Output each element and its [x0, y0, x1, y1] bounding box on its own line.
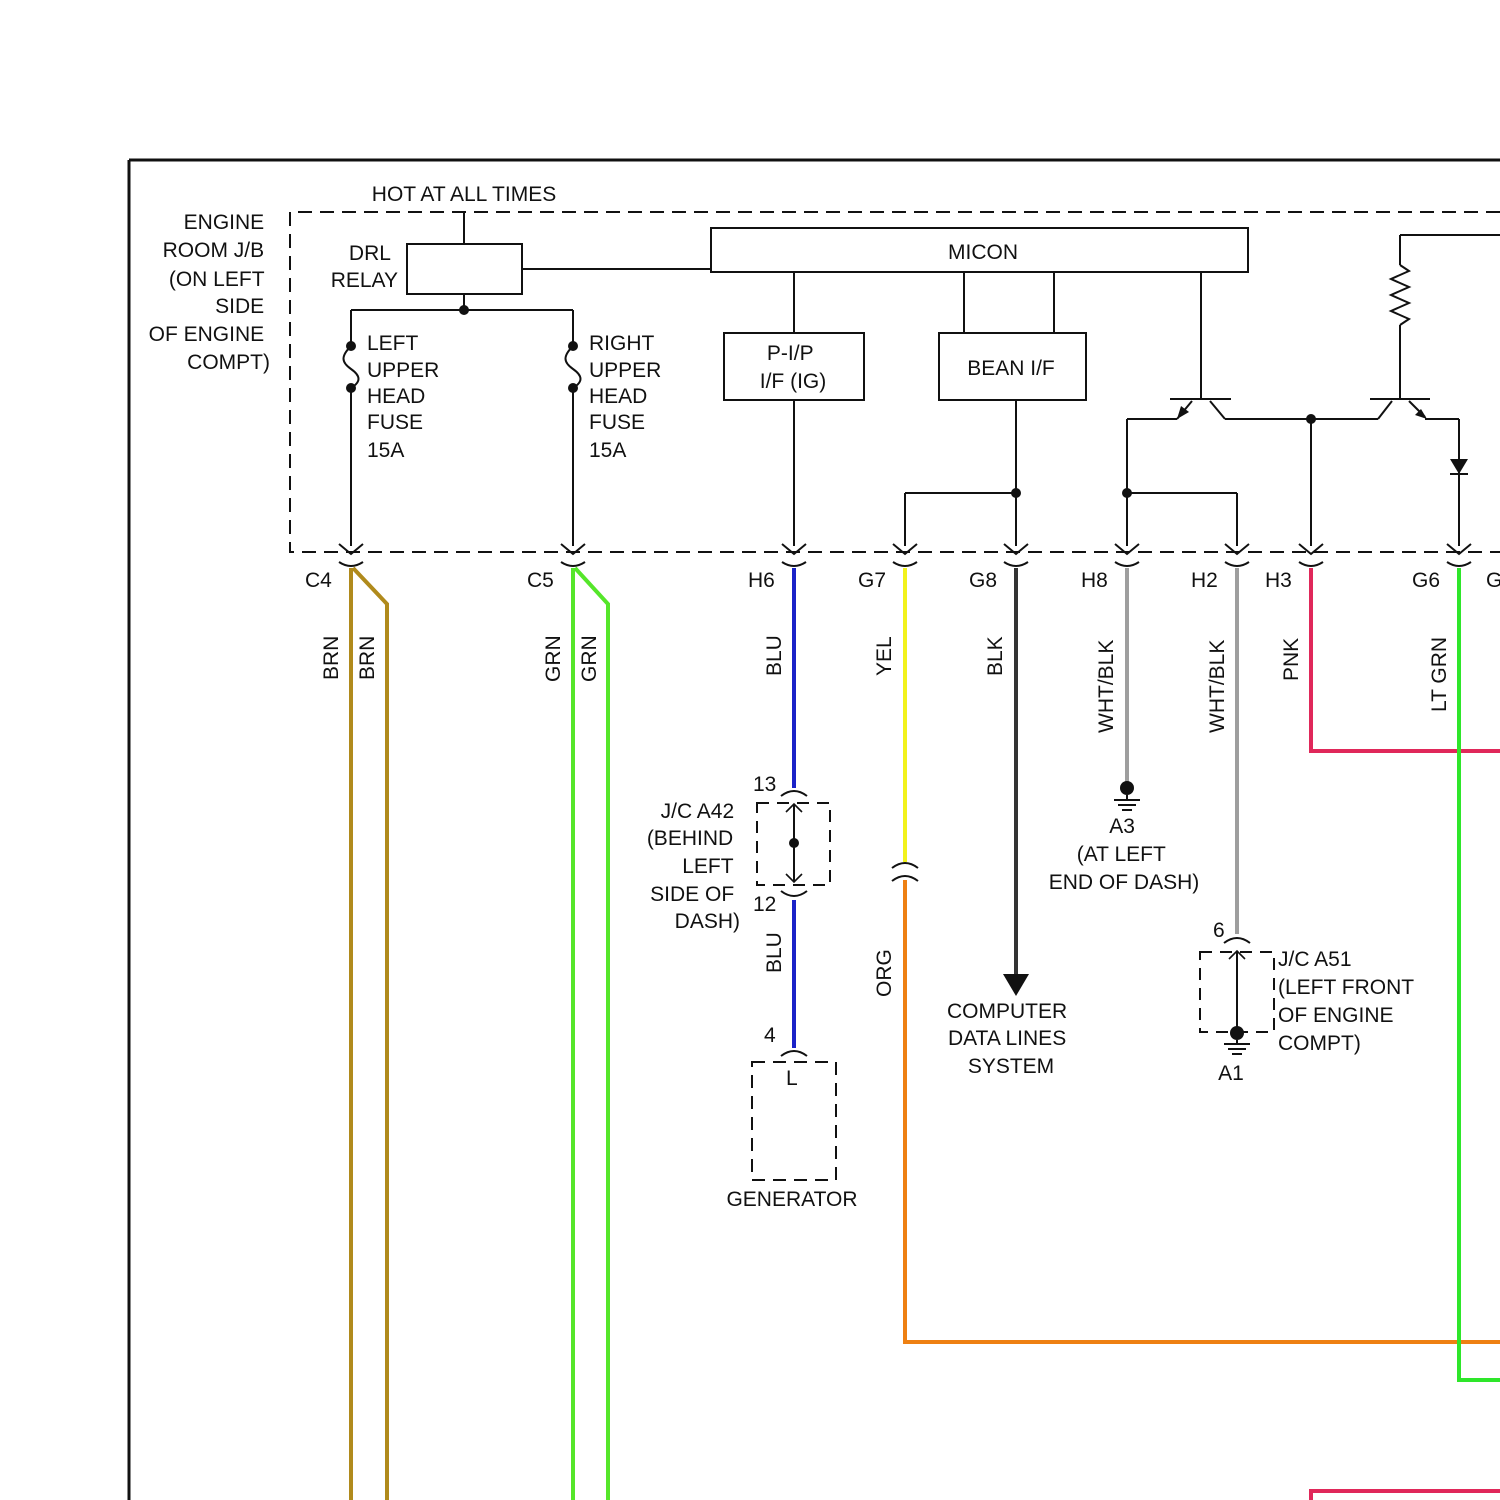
drl-relay-label: DRL RELAY: [331, 242, 398, 292]
micon-label: MICON: [948, 241, 1018, 264]
bean-interface: [905, 272, 1086, 546]
connector-g8: G8: [969, 569, 997, 592]
bean-interface-label: BEAN I/F: [967, 357, 1055, 380]
wire-labels: BRN BRN GRN GRN BLU BLU YEL ORG BLK WHT/…: [320, 635, 1451, 997]
connector-g6: G6: [1412, 569, 1440, 592]
connector-h8: H8: [1081, 569, 1108, 592]
jc-a42-pin-top: 13: [753, 773, 776, 796]
connector-chevrons: [339, 544, 1471, 566]
ground-a3: [1114, 781, 1140, 810]
data-lines-label: COMPUTER DATA LINES SYSTEM: [947, 1000, 1073, 1078]
connector-h6: H6: [748, 569, 775, 592]
wire-label-yel: YEL: [873, 636, 896, 676]
supply-label: HOT AT ALL TIMES: [372, 183, 556, 206]
wire-label-blk: BLK: [984, 636, 1007, 676]
wire-lt-grn: [1459, 568, 1500, 1380]
wire-grn-split: [575, 568, 608, 1500]
wire-brn-split: [353, 568, 387, 1500]
junction-connector-a42: [757, 791, 830, 896]
wire-label-wht-blk-h8: WHT/BLK: [1095, 640, 1118, 733]
junction-block-title: ENGINE ROOM J/B (ON LEFT SIDE OF ENGINE …: [149, 211, 270, 374]
drl-relay: [351, 212, 711, 315]
wire-label-blu-upper: BLU: [763, 635, 786, 676]
jc-a42-label: J/C A42 (BEHIND LEFT SIDE OF DASH): [647, 800, 740, 933]
jc-a51-label: J/C A51 (LEFT FRONT OF ENGINE COMPT): [1278, 948, 1420, 1055]
data-lines-arrow: [1003, 974, 1029, 996]
connector-c5: C5: [527, 569, 554, 592]
inline-connector-yel-org: [892, 863, 918, 881]
wire-pnk: [1311, 568, 1500, 751]
wire-label-pnk: PNK: [1280, 638, 1303, 681]
wire-label-brn-b: BRN: [356, 636, 379, 680]
pip-interface: [724, 272, 864, 546]
connector-g-partial: G: [1486, 569, 1500, 592]
wire-label-org: ORG: [873, 949, 896, 997]
generator-pin: 4: [764, 1024, 776, 1047]
ground-a3-label: A3 (AT LEFT END OF DASH): [1049, 815, 1200, 894]
left-fuse-label: LEFT UPPER HEAD FUSE 15A: [367, 332, 445, 462]
generator-label: GENERATOR: [726, 1188, 857, 1211]
connector-h2: H2: [1191, 569, 1218, 592]
wire-label-lt-grn: LT GRN: [1428, 637, 1451, 712]
wire-label-grn-b: GRN: [578, 635, 601, 682]
right-upper-head-fuse: [566, 310, 581, 546]
wire-label-wht-blk-h2: WHT/BLK: [1206, 640, 1229, 733]
connector-labels: C4 C5 H6 G7 G8 H8 H2 H3 G6 G: [305, 569, 1500, 592]
transistor-circuit: [1122, 235, 1500, 546]
junction-connector-a51: [1200, 938, 1274, 1054]
connector-h3: H3: [1265, 569, 1292, 592]
jc-a42-pin-bottom: 12: [753, 893, 776, 916]
wire-org: [905, 880, 1500, 1342]
left-upper-head-fuse: [344, 310, 359, 546]
right-fuse-label: RIGHT UPPER HEAD FUSE 15A: [589, 332, 667, 462]
wire-label-brn-a: BRN: [320, 636, 343, 680]
wire-pnk-bottom: [1311, 1491, 1500, 1500]
connector-c4: C4: [305, 569, 332, 592]
wire-label-blu-lower: BLU: [763, 932, 786, 973]
ground-a1-label: A1: [1218, 1062, 1244, 1085]
generator-terminal: L: [786, 1067, 798, 1090]
wire-label-grn-a: GRN: [542, 635, 565, 682]
connector-g7: G7: [858, 569, 886, 592]
jc-a51-pin: 6: [1213, 919, 1225, 942]
